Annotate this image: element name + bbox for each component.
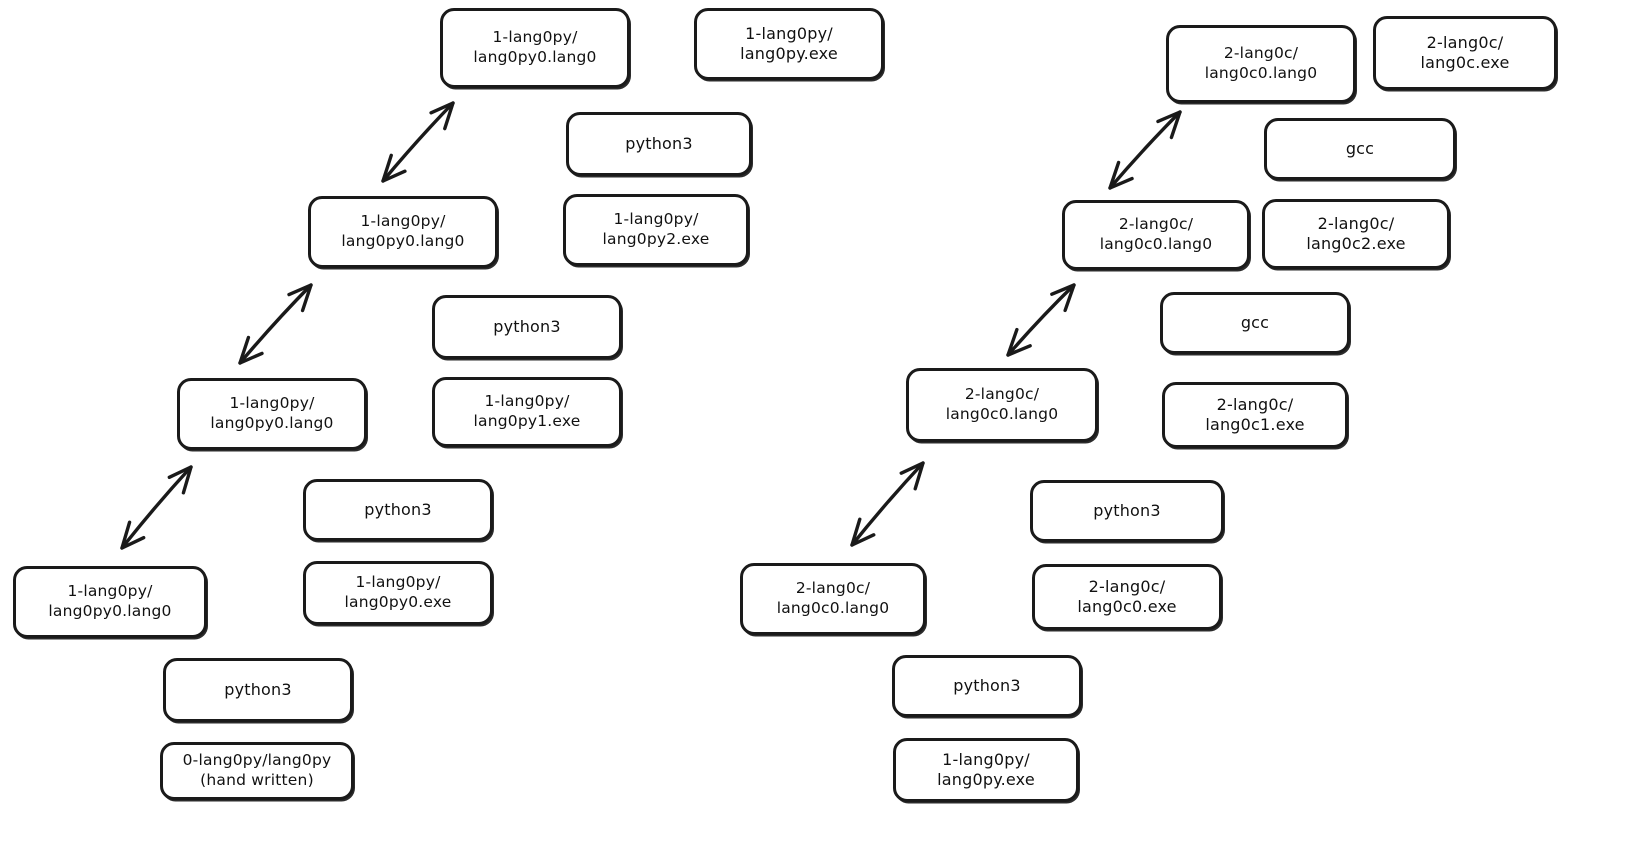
node-m6-source[interactable]: 2-lang0c/ lang0c0.lang0 <box>906 368 1098 442</box>
node-n11-tool[interactable]: python3 <box>163 658 353 722</box>
arrow-a1-double-headed-icon <box>238 283 313 365</box>
node-n7-source[interactable]: 1-lang0py/ lang0py0.lang0 <box>177 378 367 450</box>
node-m4-artifact[interactable]: 2-lang0c/ lang0c2.exe <box>1262 199 1450 269</box>
node-m3-source[interactable]: 2-lang0c/ lang0c0.lang0 <box>1062 200 1250 270</box>
node-n1-artifact[interactable]: 1-lang0py/ lang0py.exe <box>694 8 884 80</box>
node-m0-source[interactable]: 2-lang0c/ lang0c0.lang0 <box>1166 25 1356 103</box>
arrow-a3-double-headed-icon <box>1108 110 1182 190</box>
node-m1-artifact[interactable]: 2-lang0c/ lang0c.exe <box>1373 16 1557 90</box>
node-m9-artifact[interactable]: 2-lang0c/ lang0c0.exe <box>1032 564 1222 630</box>
node-n5-tool[interactable]: python3 <box>432 295 622 359</box>
node-n6-artifact[interactable]: 1-lang0py/ lang0py1.exe <box>432 377 622 447</box>
arrow-a4-double-headed-icon <box>1006 283 1076 357</box>
node-n4-source[interactable]: 1-lang0py/ lang0py0.lang0 <box>308 196 498 268</box>
node-m2-tool[interactable]: gcc <box>1264 118 1456 180</box>
node-n9-artifact[interactable]: 1-lang0py/ lang0py0.exe <box>303 561 493 625</box>
node-n2-tool[interactable]: python3 <box>566 112 752 176</box>
node-m7-artifact[interactable]: 2-lang0c/ lang0c1.exe <box>1162 382 1348 448</box>
node-n10-source[interactable]: 1-lang0py/ lang0py0.lang0 <box>13 566 207 638</box>
node-m5-tool[interactable]: gcc <box>1160 292 1350 354</box>
node-m10-source[interactable]: 2-lang0c/ lang0c0.lang0 <box>740 563 926 635</box>
node-n0-source[interactable]: 1-lang0py/ lang0py0.lang0 <box>440 8 630 88</box>
node-m11-tool[interactable]: python3 <box>892 655 1082 717</box>
node-m12-artifact[interactable]: 1-lang0py/ lang0py.exe <box>893 738 1079 802</box>
arrow-a2-double-headed-icon <box>120 465 193 550</box>
node-n8-tool[interactable]: python3 <box>303 479 493 541</box>
node-n12-source[interactable]: 0-lang0py/lang0py (hand written) <box>160 742 354 800</box>
node-n3-artifact[interactable]: 1-lang0py/ lang0py2.exe <box>563 194 749 266</box>
node-m8-tool[interactable]: python3 <box>1030 480 1224 542</box>
arrow-a5-double-headed-icon <box>850 461 925 547</box>
arrow-a0-double-headed-icon <box>381 101 455 183</box>
